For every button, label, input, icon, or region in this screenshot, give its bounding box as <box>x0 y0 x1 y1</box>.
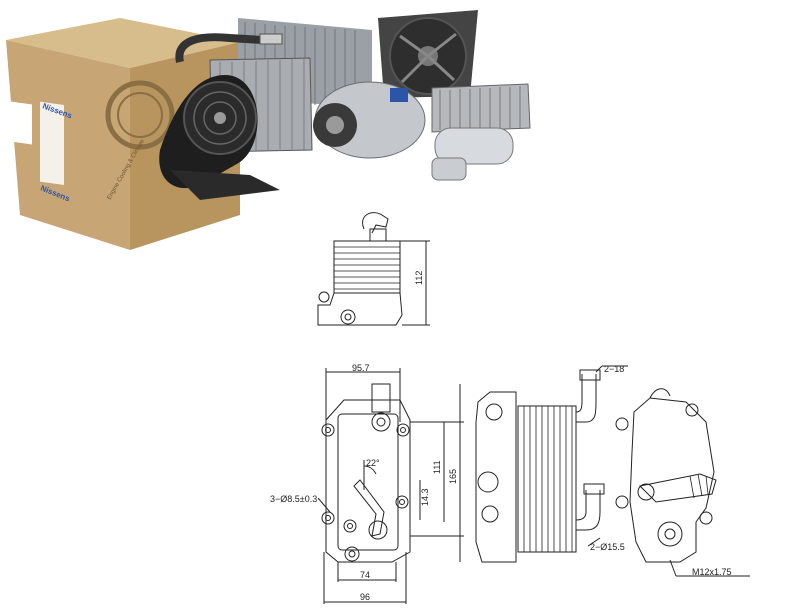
drawing-side-view: 2−18 2−Ø15.5 M12x1.75 <box>475 364 750 577</box>
drawing-front-view: 95.7 22° 111 165 14.3 3−Ø8.5±0.3 74 96 <box>270 363 464 604</box>
dim-front-center: 14.3 <box>420 488 430 506</box>
box-label <box>40 101 64 185</box>
product-collage: Nissens Nissens Engine Cooling & Climate <box>6 10 531 250</box>
dim-front-bottom-inner: 74 <box>360 570 370 580</box>
drawing-top-view: 112 <box>317 212 430 326</box>
dim-front-angle: 22° <box>366 458 380 468</box>
receiver-dryer-photo <box>431 127 514 181</box>
radiator-fan-photo <box>378 10 478 98</box>
dim-front-inner-height: 111 <box>432 460 442 474</box>
heater-core-photo <box>431 83 531 133</box>
dim-front-top-width: 95.7 <box>352 363 370 373</box>
ac-compressor-photo <box>313 81 426 159</box>
dim-side-pipe-top: 2−18 <box>604 364 624 374</box>
dim-side-pipe-bottom: 2−Ø15.5 <box>590 542 625 552</box>
dim-front-bottom-outer: 96 <box>360 592 370 602</box>
blower-motor-photo <box>159 75 280 200</box>
quality-seal-icon <box>105 80 175 150</box>
dim-front-hole: 3−Ø8.5±0.3 <box>270 494 317 504</box>
dim-front-outer-height: 165 <box>448 469 458 484</box>
dim-side-thread: M12x1.75 <box>692 567 732 577</box>
dim-top-height: 112 <box>414 271 424 285</box>
